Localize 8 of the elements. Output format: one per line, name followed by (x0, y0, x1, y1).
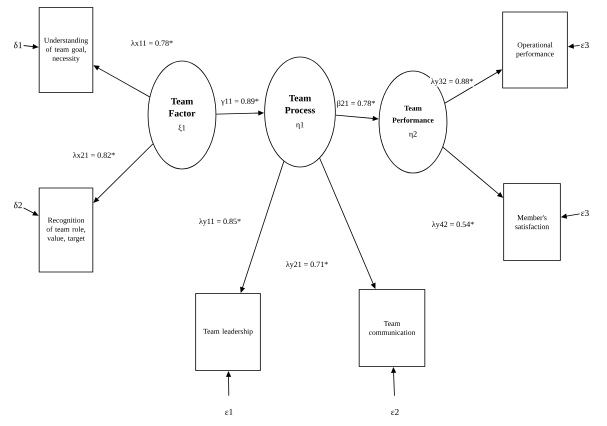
edge-label: λx21 = 0.82* (72, 151, 116, 159)
error-term: ε3 (581, 42, 589, 48)
error-term: δ2 (14, 202, 22, 208)
error-term: ε1 (225, 408, 233, 416)
error-term: ε3 (581, 210, 589, 216)
edge-label: λx11 = 0.78* (130, 39, 174, 47)
error-term: δ1 (14, 42, 22, 48)
error-term: ε2 (391, 408, 399, 416)
